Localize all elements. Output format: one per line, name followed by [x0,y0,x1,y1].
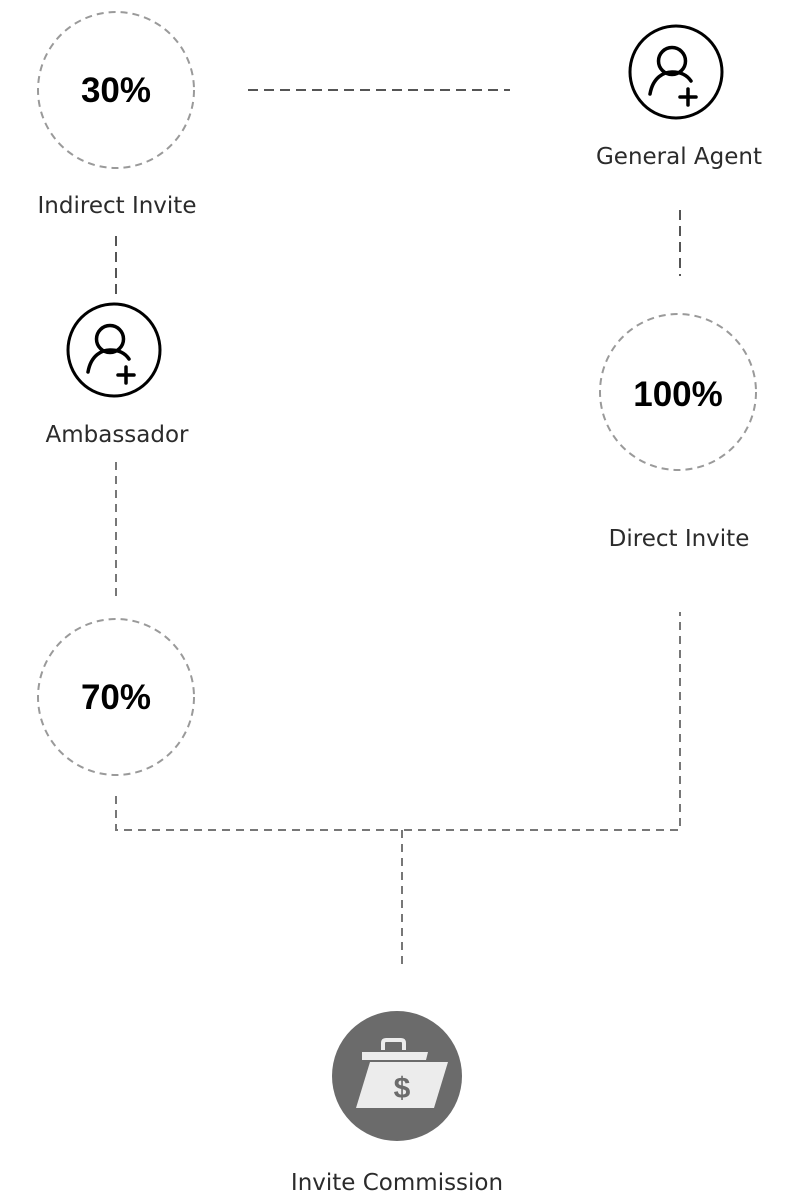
add-user-icon [66,302,162,398]
ambassador-share-percent: 70% [81,678,151,717]
general-agent-label: General Agent [596,144,762,170]
direct-invite-label: Direct Invite [609,526,750,552]
connector-lines [115,89,681,970]
direct-invite-percent: 100% [633,375,723,414]
money-folder-icon: $ [332,1011,462,1141]
node-indirect-invite: 30% Indirect Invite [37,11,197,219]
node-ambassador: Ambassador [45,302,189,448]
direct-invite-circle [599,313,757,471]
node-ambassador-share: 70% [37,618,195,776]
add-user-icon [628,24,724,120]
node-direct-invite: 100% Direct Invite [599,313,757,552]
dollar-sign: $ [394,1072,411,1105]
indirect-invite-label: Indirect Invite [38,193,197,219]
indirect-invite-percent: 30% [81,71,151,110]
ambassador-label: Ambassador [45,422,189,448]
node-invite-commission: $ Invite Commission [291,1011,503,1196]
connector-merge [115,612,681,831]
invite-commission-label: Invite Commission [291,1170,503,1196]
node-general-agent: General Agent [596,24,762,170]
indirect-invite-circle [37,11,195,169]
ambassador-share-circle [37,618,195,776]
